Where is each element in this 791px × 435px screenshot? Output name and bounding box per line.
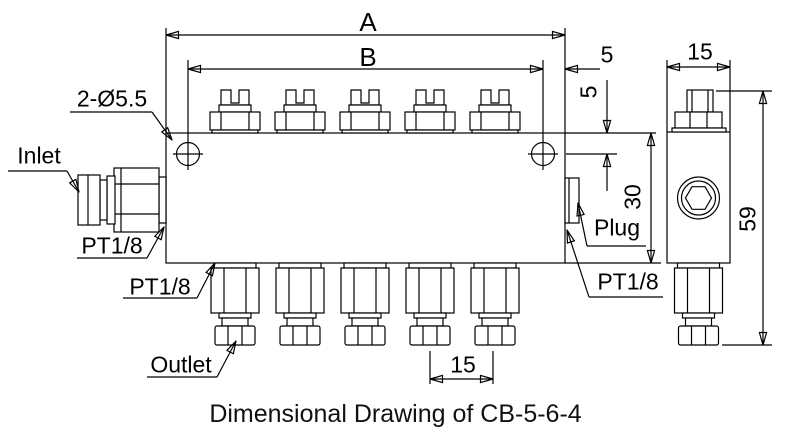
callout-inlet: Inlet bbox=[17, 142, 61, 169]
plug-boss bbox=[564, 177, 580, 224]
dim-overall-height: 59 bbox=[734, 206, 761, 232]
callout-plug: Plug bbox=[593, 214, 641, 241]
top-fittings bbox=[209, 89, 521, 134]
drawing-title: Dimensional Drawing of CB-5-6-4 bbox=[209, 400, 582, 428]
side-body bbox=[666, 131, 731, 264]
dim-hole-edge-offset: 5 bbox=[600, 41, 614, 68]
outlet-fitting bbox=[275, 262, 325, 346]
top-fitting bbox=[274, 89, 326, 134]
side-view bbox=[666, 89, 731, 346]
dim-hole-top-offset: 5 bbox=[575, 85, 602, 99]
outlet-fittings bbox=[210, 262, 520, 346]
dimension-lines bbox=[165, 28, 772, 384]
outlet-fitting bbox=[210, 262, 260, 346]
outlet-fitting bbox=[470, 262, 520, 346]
top-fitting bbox=[339, 89, 391, 134]
callout-plug-thread: PT1/8 bbox=[597, 268, 659, 295]
hex-socket bbox=[684, 186, 713, 210]
front-view bbox=[77, 89, 580, 346]
manifold-body bbox=[165, 132, 566, 264]
dim-outlet-pitch: 15 bbox=[450, 351, 476, 378]
callout-bottom-thread: PT1/8 bbox=[129, 273, 191, 300]
socket-plug-face bbox=[676, 176, 721, 220]
side-top-fitting bbox=[671, 89, 727, 133]
callout-mounting-holes: 2-Ø5.5 bbox=[76, 85, 148, 112]
inlet-fitting bbox=[77, 167, 167, 233]
outlet-fitting bbox=[340, 262, 390, 346]
dim-hole-span-label: B bbox=[359, 42, 377, 72]
leader-lines bbox=[8, 111, 663, 378]
top-fitting bbox=[404, 89, 456, 134]
callout-inlet-thread: PT1/8 bbox=[81, 232, 143, 259]
outlet-fitting bbox=[405, 262, 455, 346]
dim-overall-length-label: A bbox=[359, 7, 377, 37]
top-fitting bbox=[209, 89, 261, 134]
dim-body-height: 30 bbox=[619, 184, 646, 210]
callout-outlet: Outlet bbox=[150, 351, 212, 378]
side-outlet-fitting bbox=[673, 262, 724, 346]
dim-body-depth: 15 bbox=[687, 38, 713, 65]
top-fitting bbox=[469, 89, 521, 134]
